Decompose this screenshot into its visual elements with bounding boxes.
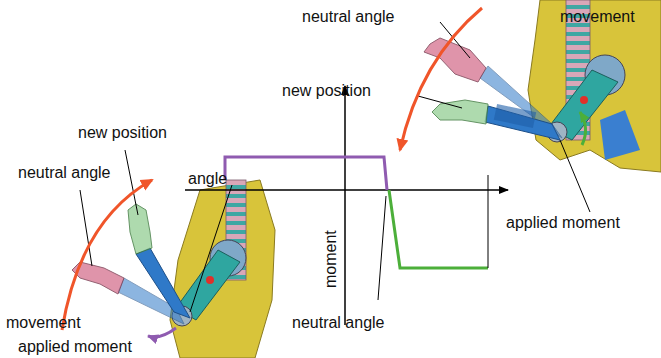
label-applied-moment: applied moment bbox=[506, 214, 620, 232]
dummy-top-right bbox=[400, 0, 661, 212]
label-new-position: new position bbox=[282, 82, 371, 100]
label-neutral-angle: neutral angle bbox=[302, 8, 395, 26]
axis-label: moment bbox=[322, 230, 340, 288]
label-movement: movement bbox=[6, 314, 81, 332]
label-new-position: new position bbox=[78, 124, 167, 142]
label-neutral-angle: neutral angle bbox=[292, 314, 385, 332]
dummy-bottom-left bbox=[62, 150, 275, 358]
moment-angle-chart bbox=[185, 86, 508, 325]
axis-label: angle bbox=[188, 170, 227, 188]
label-neutral-angle: neutral angle bbox=[18, 164, 111, 182]
label-applied-moment: applied moment bbox=[18, 338, 132, 356]
label-movement: movement bbox=[560, 8, 635, 26]
